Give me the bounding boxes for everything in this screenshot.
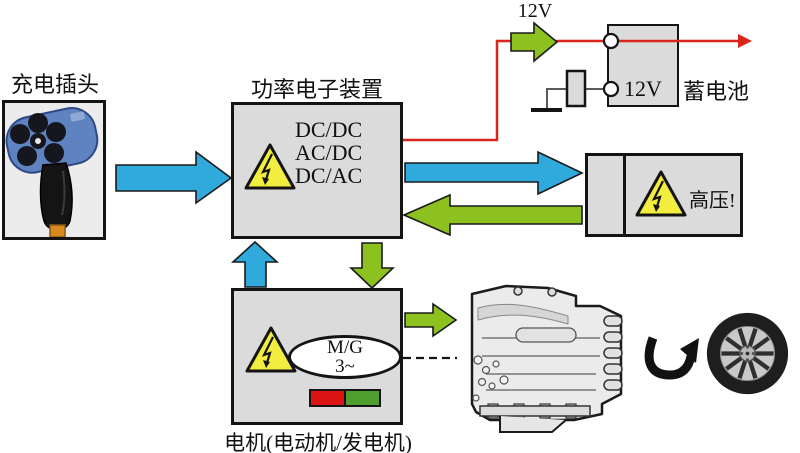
power-electronics-label: 功率电子装置 bbox=[250, 77, 383, 102]
arrow-power-to-motor bbox=[349, 242, 395, 290]
wheel-photo bbox=[706, 312, 789, 395]
battery-voltage-label: 12V bbox=[624, 76, 662, 101]
high-voltage-warning-label: 高压! bbox=[689, 190, 736, 212]
arrow-motor-to-power bbox=[230, 240, 280, 288]
arrow-hv-to-power bbox=[401, 193, 583, 237]
plug-handle bbox=[39, 162, 73, 231]
converter-dc-dc: DC/DC bbox=[295, 117, 363, 142]
motor-status-bar bbox=[309, 389, 381, 407]
plug-cable-tip bbox=[49, 224, 66, 238]
arrow-power-to-12v bbox=[510, 21, 559, 63]
motor-generator-symbol: M/G 3~ bbox=[288, 335, 402, 379]
power-electronics-box: DC/DC AC/DC DC/AC bbox=[231, 102, 403, 239]
high-voltage-box bbox=[585, 153, 743, 237]
arrow-motor-to-gearbox bbox=[404, 302, 458, 338]
charging-plug-photo bbox=[5, 107, 99, 238]
three-phase-text: 3~ bbox=[335, 356, 355, 377]
battery-name-label: 蓄电池 bbox=[683, 79, 750, 104]
motor-label: 电机(电动机/发电机) bbox=[224, 431, 412, 453]
gearbox-drawing bbox=[470, 284, 623, 433]
charging-plug-label: 充电插头 bbox=[10, 72, 99, 97]
converter-ac-dc: AC/DC bbox=[295, 140, 363, 165]
high-voltage-warning-triangle-icon bbox=[245, 326, 297, 373]
arrow-plug-to-power bbox=[115, 150, 233, 205]
charging-plug-frame bbox=[2, 100, 106, 240]
rotation-arrowhead-icon bbox=[680, 338, 699, 363]
red-wire-arrowhead-icon bbox=[738, 34, 752, 48]
arrow-power-to-hv bbox=[404, 150, 584, 196]
high-voltage-warning-triangle-icon bbox=[244, 143, 296, 190]
mg-text: M/G bbox=[327, 337, 363, 358]
aux-12v-label: 12V bbox=[517, 0, 553, 22]
fuse-symbol bbox=[565, 69, 587, 108]
high-voltage-warning-triangle-icon bbox=[635, 170, 687, 217]
rotation-arrow bbox=[644, 336, 696, 380]
converter-dc-ac: DC/AC bbox=[295, 163, 363, 188]
hv-box-divider bbox=[623, 155, 626, 235]
status-bar-red bbox=[311, 391, 345, 405]
status-bar-green bbox=[345, 391, 379, 405]
